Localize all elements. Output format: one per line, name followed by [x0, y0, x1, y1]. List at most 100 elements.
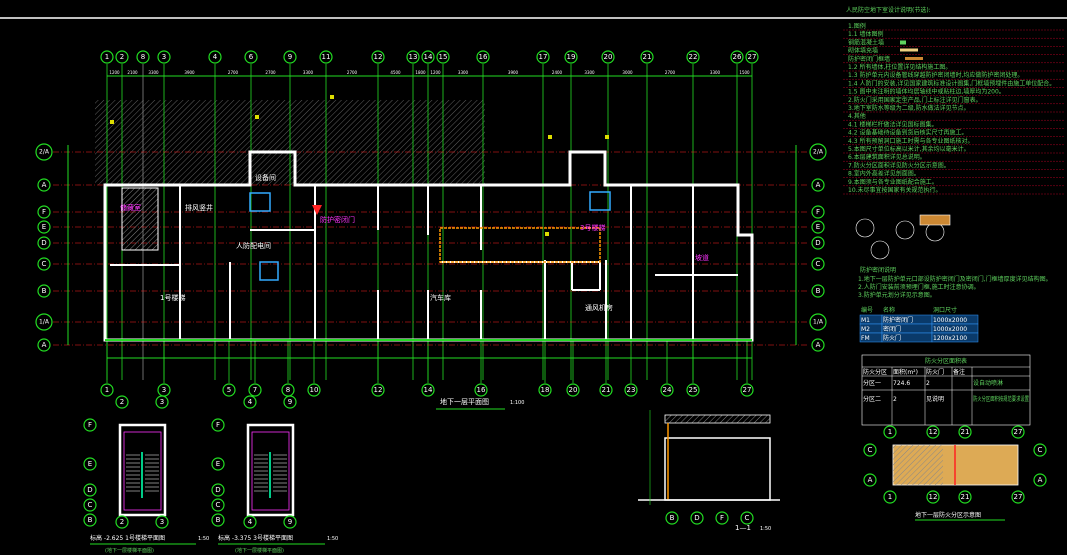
axis-label: D: [694, 514, 699, 522]
axis-bubble: [863, 473, 877, 487]
axis-bubble: [640, 50, 654, 64]
room-label: 坡道: [695, 253, 709, 262]
axis-bubble: [136, 50, 150, 64]
axis-label: E: [216, 460, 220, 468]
axis-bubble: [686, 383, 700, 397]
note-line: 3.防护单元划分详见示意图。: [858, 291, 936, 299]
detail-wall-section: [919, 214, 951, 226]
note-line: 6.本层建筑面积详见总说明。: [848, 153, 926, 161]
dimension-text: 1800: [415, 70, 426, 75]
axis-label: 8: [141, 53, 145, 61]
axis-label: 12: [929, 493, 938, 501]
axis-label: E: [88, 460, 92, 468]
axis-label: 5: [227, 386, 231, 394]
axis-label: 2/A: [39, 149, 50, 156]
axis-label: 4: [248, 398, 253, 406]
detail-circle: [870, 240, 890, 260]
axis-bubble: [958, 490, 972, 504]
note-line: 1.1 墙体图例: [848, 30, 883, 38]
axis-bubble: [37, 205, 51, 219]
axis-label: 12: [374, 53, 383, 61]
legend-concrete-swatch: [900, 40, 906, 45]
stair1-note: (地下一层楼梯平面图): [105, 547, 154, 554]
axis-label: D: [815, 239, 820, 247]
stair2-title: 标高 -3.375 3号楼梯平面图: [218, 534, 293, 542]
axis-label: 1: [888, 428, 892, 436]
axis-label: 6: [249, 53, 254, 61]
dimension-text: 1200: [109, 70, 120, 75]
stair-walls: [246, 423, 295, 517]
axis-bubble: [624, 383, 638, 397]
axis-label: 22: [689, 53, 698, 61]
axis-label: C: [1038, 446, 1043, 454]
note-line: 4.1 楼梯栏杆做法详见国标图集。: [848, 120, 937, 128]
table-cell-text: 1000x2000: [933, 326, 967, 333]
axis-bubble: [958, 425, 972, 439]
table-cell-text: M2: [861, 326, 870, 333]
axis-label: 24: [663, 386, 672, 394]
axis-bubble: [283, 515, 297, 529]
axis-bubble: [421, 383, 435, 397]
axis-bubble: [83, 513, 97, 527]
axis-bubble: [1033, 473, 1047, 487]
axis-label: F: [816, 208, 820, 216]
note-line: 9.本图须与各专业图纸配合施工。: [848, 178, 938, 186]
stair2-note: (地下一层楼梯平面图): [235, 547, 284, 554]
axis-label: 27: [748, 53, 757, 61]
axis-bubble: [155, 395, 169, 409]
axis-bubble: [83, 457, 97, 471]
axis-bubble: [115, 515, 129, 529]
equipment-room: [589, 191, 611, 211]
axis-label: B: [42, 287, 47, 295]
axis-bubble: [1011, 490, 1025, 504]
axis-bubble: [476, 50, 490, 64]
room-label: 储藏室: [120, 203, 141, 212]
table-cell-text: M1: [861, 317, 870, 324]
axis-label: 1/A: [813, 319, 824, 326]
table-cell-text: 防火门: [883, 334, 901, 342]
dimension-text: 3900: [508, 70, 519, 75]
axis-bubble: [208, 50, 222, 64]
axis-label: 1: [888, 493, 892, 501]
axis-label: 21: [961, 493, 970, 501]
dimension-text: 3900: [184, 70, 195, 75]
axis-bubble: [436, 50, 450, 64]
note-line: 7.防火分区面积详见防火分区示意图。: [848, 161, 950, 169]
axis-bubble: [1033, 443, 1047, 457]
room-label: 防护密闭门: [320, 215, 355, 224]
axis-bubble: [307, 383, 321, 397]
axis-label: 26: [733, 53, 742, 61]
stair2-scale: 1:50: [327, 536, 338, 542]
axis-bubble: [811, 338, 825, 352]
axis-label: 27: [1014, 493, 1023, 501]
axis-bubble: [811, 257, 825, 271]
legend-door-frame-swatch: [905, 57, 923, 60]
room-label: 汽车库: [430, 293, 451, 302]
column-mark: [545, 232, 549, 236]
axis-label: F: [88, 421, 92, 429]
axis-bubble: [601, 50, 615, 64]
table-cell-text: 1200x2100: [933, 335, 967, 342]
note-line: 4.其他: [848, 112, 866, 120]
axis-bubble: [926, 490, 940, 504]
table-cell-text: 见说明: [926, 395, 944, 403]
column-mark: [255, 115, 259, 119]
note-line: 1.3 防护单元内设备管线穿越防护密闭墙时,均应做防护密闭处理。: [848, 71, 1023, 79]
axis-label: 27: [743, 386, 752, 394]
axis-bubble: [83, 483, 97, 497]
note-line: 10.未尽事宜按国家有关规范执行。: [848, 186, 942, 194]
axis-label: 9: [288, 518, 292, 526]
section-slab: [664, 414, 771, 424]
axis-label: E: [42, 223, 46, 231]
axis-label: F: [216, 421, 220, 429]
axis-label: 25: [689, 386, 698, 394]
axis-label: D: [41, 239, 46, 247]
axis-bubble: [115, 50, 129, 64]
notes-title: 人民防空地下室设计说明(节选):: [846, 6, 931, 14]
stair-outline: [251, 431, 290, 511]
axis-bubble: [37, 178, 51, 192]
axis-bubble: [406, 50, 420, 64]
axis-label: A: [42, 341, 47, 349]
dimension-text: 1500: [739, 70, 750, 75]
